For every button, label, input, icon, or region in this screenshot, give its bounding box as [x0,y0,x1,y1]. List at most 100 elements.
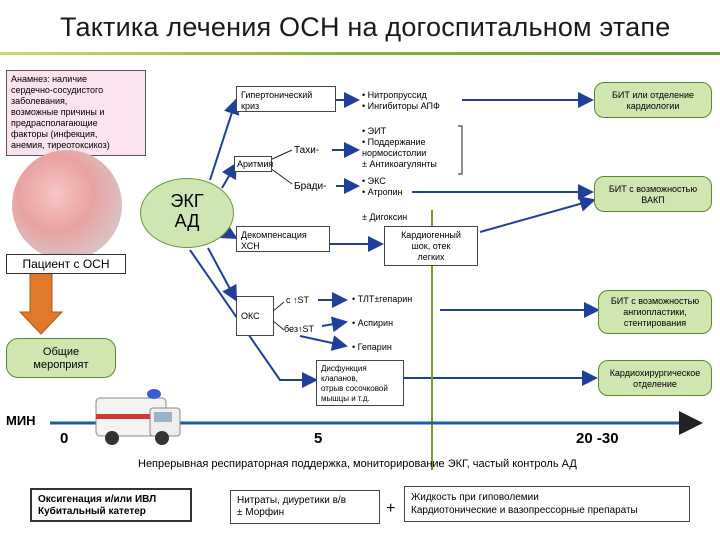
treatment-item: • Атропин [362,187,403,197]
bracket-tachy [458,125,463,175]
acs-box: ОКС [236,296,274,336]
arrow-acs-with-st [271,301,285,313]
general-label: мероприят [33,359,89,371]
treatment-item: • Поддержание [362,137,426,147]
timeline-tick-5: 5 [314,430,323,447]
dysfunction-line: отрыв сосочковой [321,384,388,393]
anamnesis-line: факторы (инфекция, [11,129,98,139]
treatment-item: • Нитропруссид [362,90,427,100]
arrow-to-dysfunction [189,249,318,388]
fluids-box: Жидкость при гиповолемии Кардиотонически… [404,486,690,522]
title-divider [0,52,720,55]
valve-dysfunction-box: Дисфункция клапанов, отрыв сосочковой мы… [316,360,404,406]
hypertensive-crisis-box: Гипертонический криз [236,86,336,112]
timeline-unit: МИН [6,413,36,428]
patient-down-arrow [18,271,64,335]
brady-label: Бради- [294,181,327,192]
timeline-tick-0: 0 [60,430,69,447]
anamnesis-line: анемия, тиреотоксикоз) [11,140,110,150]
oxygen-line: Оксигенация и/или ИВЛ [38,494,157,505]
arrow-to-arrhythmia [221,162,238,189]
nitrates-line: Нитраты, диуретики в/в [237,495,347,506]
arrow-acs-heparin [299,335,348,351]
hypertensive-label: Гипертонический [241,90,313,100]
decompensation-label: ХСН [241,241,260,251]
arrow-to-acs [207,247,237,302]
treatment-tlt: • ТЛТ±гепарин [352,294,413,304]
ekg-label: ЭКГ [170,191,204,211]
ad-label: АД [174,211,200,231]
arrhythmia-box: Аритмия [234,156,274,172]
treatment-heparin: • Гепарин [352,342,392,352]
destination-bit-cardiology: БИТ или отделение кардиологии [594,82,712,118]
treatment-item: ± Антикоагулянты [362,159,437,169]
fluids-line: Кардиотонические и вазопрессорные препар… [411,505,638,516]
treatment-item: • Ингибиторы АПФ [362,101,440,111]
destination-line: БИТ с возможностью [610,296,700,306]
acs-with-st-label: с ↑ST [286,295,310,305]
anamnesis-box: Анамнез: наличие сердечно-сосудистого за… [6,70,146,156]
continuous-support-text: Непрерывная респираторная поддержка, мон… [138,458,577,470]
arrow-arr-brady [269,167,293,185]
treatment-digoxin: ± Дигоксин [362,212,408,222]
dysfunction-line: клапанов, [321,374,358,383]
decompensation-box: Декомпенсация ХСН [236,226,330,252]
arrow-st-aspirin [321,316,348,333]
treatment-item: • ЭИТ [362,126,387,136]
oxygen-line: Кубитальный катетер [38,506,146,517]
patient-box: Пациент с ОСН [6,254,126,274]
anamnesis-line: заболевания, [11,96,68,106]
shock-line: легких [417,252,445,262]
destination-bit-vakp: БИТ с возможностью ВАКП [594,176,712,212]
fluids-line: Жидкость при гиповолемии [411,492,539,503]
decompensation-label: Декомпенсация [241,230,307,240]
destination-line: ВАКП [641,195,665,205]
treatment-aspirin: • Аспирин [352,318,394,328]
dysfunction-line: мышцы и т.д. [321,394,370,403]
anamnesis-line: предрасполагающие [11,118,98,128]
ekg-ad-oval: ЭКГ АД [140,178,234,248]
arrhythmia-label: Аритмия [237,159,274,169]
lungs-image [12,150,122,260]
arrow-arr-tachy [269,149,293,161]
treatment-hypertensive: • Нитропруссид • Ингибиторы АПФ [362,90,440,112]
hypertensive-label: криз [241,101,260,111]
ambulance-image [95,389,181,445]
treatment-item: нормосистолии [362,148,427,158]
destination-line: кардиологии [626,101,680,111]
tachy-label: Тахи- [294,145,320,156]
general-measures-box: Общие мероприят [6,338,116,378]
destination-line: стентирования [623,318,687,328]
timeline-tick-20-30: 20 -30 [576,430,619,447]
plus-sign: + [386,500,396,517]
destination-bit-angioplasty: БИТ с возможностью ангиопластики, стенти… [598,290,712,334]
cardiogenic-shock-box: Кардиогенный шок, отек легких [384,226,478,266]
anamnesis-line: сердечно-сосудистого [11,85,104,95]
destination-line: отделение [633,379,677,389]
patient-label: Пациент с ОСН [22,257,110,271]
nitrates-box: Нитраты, диуретики в/в ± Морфин [230,490,380,524]
anamnesis-line: Анамнез: наличие [11,74,88,84]
destination-line: БИТ или отделение [611,90,695,100]
destination-line: БИТ с возможностью [608,184,698,194]
arrow-acs-without-st [271,319,285,331]
arrow-shock-vakp [479,196,596,233]
dysfunction-line: Дисфункция [321,364,367,373]
treatment-brady: • ЭКС • Атропин [362,176,402,198]
general-label: Общие [42,346,80,358]
treatment-tachy: • ЭИТ • Поддержание нормосистолии ± Анти… [362,126,437,170]
nitrates-line: ± Морфин [237,507,285,518]
acs-label: ОКС [241,311,260,321]
page-title: Тактика лечения ОСН на догоспитальном эт… [60,12,671,42]
destination-line: Кардиохирургическое [609,368,701,378]
shock-line: шок, отек [411,241,451,251]
destination-cardiosurgery: Кардиохирургическое отделение [598,360,712,396]
oxygenation-box: Оксигенация и/или ИВЛ Кубитальный катете… [30,488,192,522]
acs-without-st-label: без↑ST [284,324,314,334]
arrow-to-hypertensive [209,98,240,181]
destination-line: ангиопластики, [623,307,687,317]
shock-line: Кардиогенный [401,230,461,240]
treatment-item: • ЭКС [362,176,386,186]
anamnesis-line: возможные причины и [11,107,105,117]
